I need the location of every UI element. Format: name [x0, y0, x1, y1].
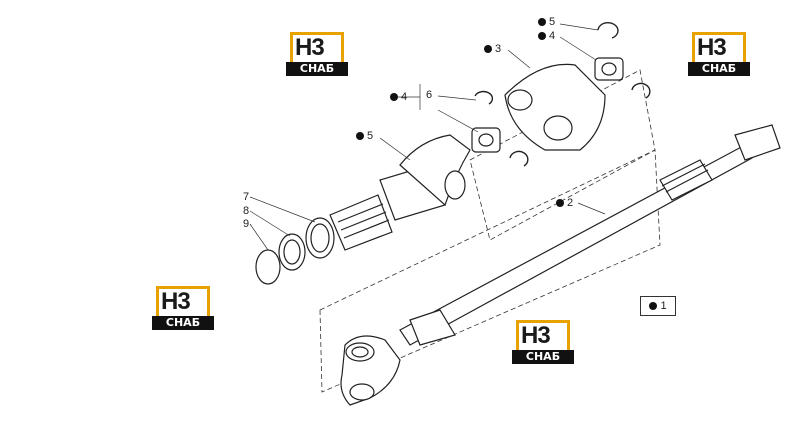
cross-joint-upper [594, 57, 624, 81]
yoke-shaft [329, 134, 471, 251]
callout-8: 8 [243, 205, 250, 217]
watermark-logo: Н3 СНАБ [512, 306, 574, 368]
callout-4-top: 4 [538, 30, 555, 42]
callout-6: 6 [426, 89, 433, 101]
yoke-fork [340, 335, 401, 406]
callout-5-top: 5 [538, 16, 555, 28]
callout-5-left: 5 [356, 130, 373, 142]
cross-joint-lower [471, 127, 501, 153]
coupling-housing [504, 63, 606, 151]
legend-box: 1 [640, 296, 676, 316]
axle-shaft [399, 124, 781, 346]
leader-lines [249, 23, 606, 251]
callout-7: 7 [243, 191, 250, 203]
callout-2: 2 [556, 197, 573, 209]
callout-3: 3 [484, 43, 501, 55]
watermark-logo: Н3 СНАБ [152, 272, 214, 334]
seal-rings [255, 217, 335, 285]
watermark-logo: Н3 СНАБ [688, 18, 750, 80]
snap-rings [474, 22, 651, 167]
callout-4-left: 4 [390, 91, 407, 103]
callout-9: 9 [243, 218, 250, 230]
watermark-logo: Н3 СНАБ [286, 18, 348, 80]
